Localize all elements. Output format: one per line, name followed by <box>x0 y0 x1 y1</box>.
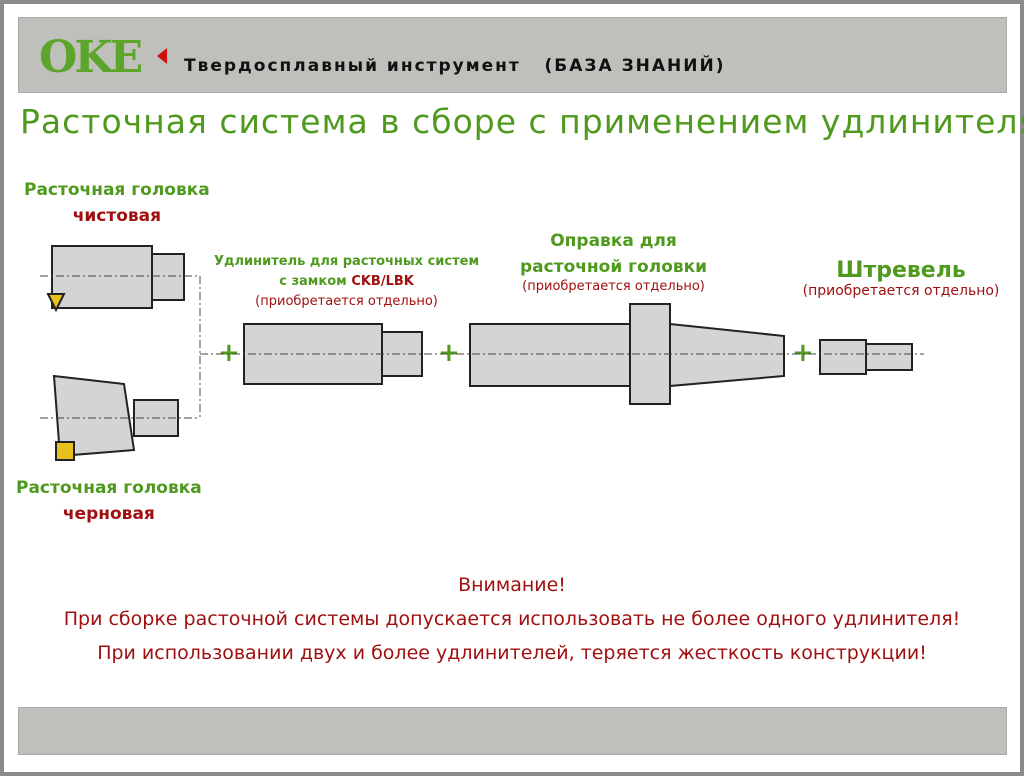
holder-label: Оправка для расточной головки (приобретает… <box>520 228 707 294</box>
extension-line1: Удлинитель для расточных систем <box>214 254 480 269</box>
pull-stud-note: (приобретается отдельно) <box>802 283 1000 299</box>
plus-icon: + <box>438 338 460 368</box>
holder-line1: Оправка для <box>550 231 677 251</box>
pull-stud-title: Штревель <box>836 258 966 283</box>
holder-line2: расточной головки <box>520 257 708 277</box>
extension-note: (приобретается отдельно) <box>255 294 438 309</box>
plus-icon: + <box>218 338 240 368</box>
finishing-head-label: Расточная головка чистовая <box>24 180 210 226</box>
plus-icon: + <box>792 338 814 368</box>
header-band: OKE Твердосплавный инструмент (БАЗА ЗНАН… <box>18 17 1007 93</box>
finishing-head-line1: Расточная головка <box>24 180 210 200</box>
logo-mark-icon <box>157 48 167 64</box>
logo: OKE <box>39 32 143 83</box>
warning-line3: При использовании двух и более удлинител… <box>97 642 927 664</box>
extension-code: CKB/LBK <box>351 274 414 289</box>
extension-line2-prefix: с замком <box>279 274 352 289</box>
finishing-head-line2: чистовая <box>72 206 162 226</box>
pull-stud-drawing <box>819 339 913 375</box>
warning-line2: При сборке расточной системы допускается… <box>63 608 961 630</box>
finishing-head-drawing <box>46 245 185 313</box>
holder-drawing <box>469 303 785 405</box>
pull-stud-label: Штревель(приобретается отдельно) <box>786 258 1016 299</box>
slide: OKE Твердосплавный инструмент (БАЗА ЗНАН… <box>4 4 1024 772</box>
header-subtitle: Твердосплавный инструмент (БАЗА ЗНАНИЙ) <box>184 56 726 76</box>
roughing-head-label: Расточная головка черновая <box>16 478 202 524</box>
footer-band <box>18 707 1007 755</box>
holder-note: (приобретается отдельно) <box>522 279 705 294</box>
warning-title: Внимание! <box>458 574 566 596</box>
page-title: Расточная система в сборе с применением … <box>20 102 1024 141</box>
roughing-head-line2: черновая <box>62 504 155 524</box>
roughing-head-line1: Расточная головка <box>16 478 202 498</box>
assembly-drawing <box>40 245 924 461</box>
